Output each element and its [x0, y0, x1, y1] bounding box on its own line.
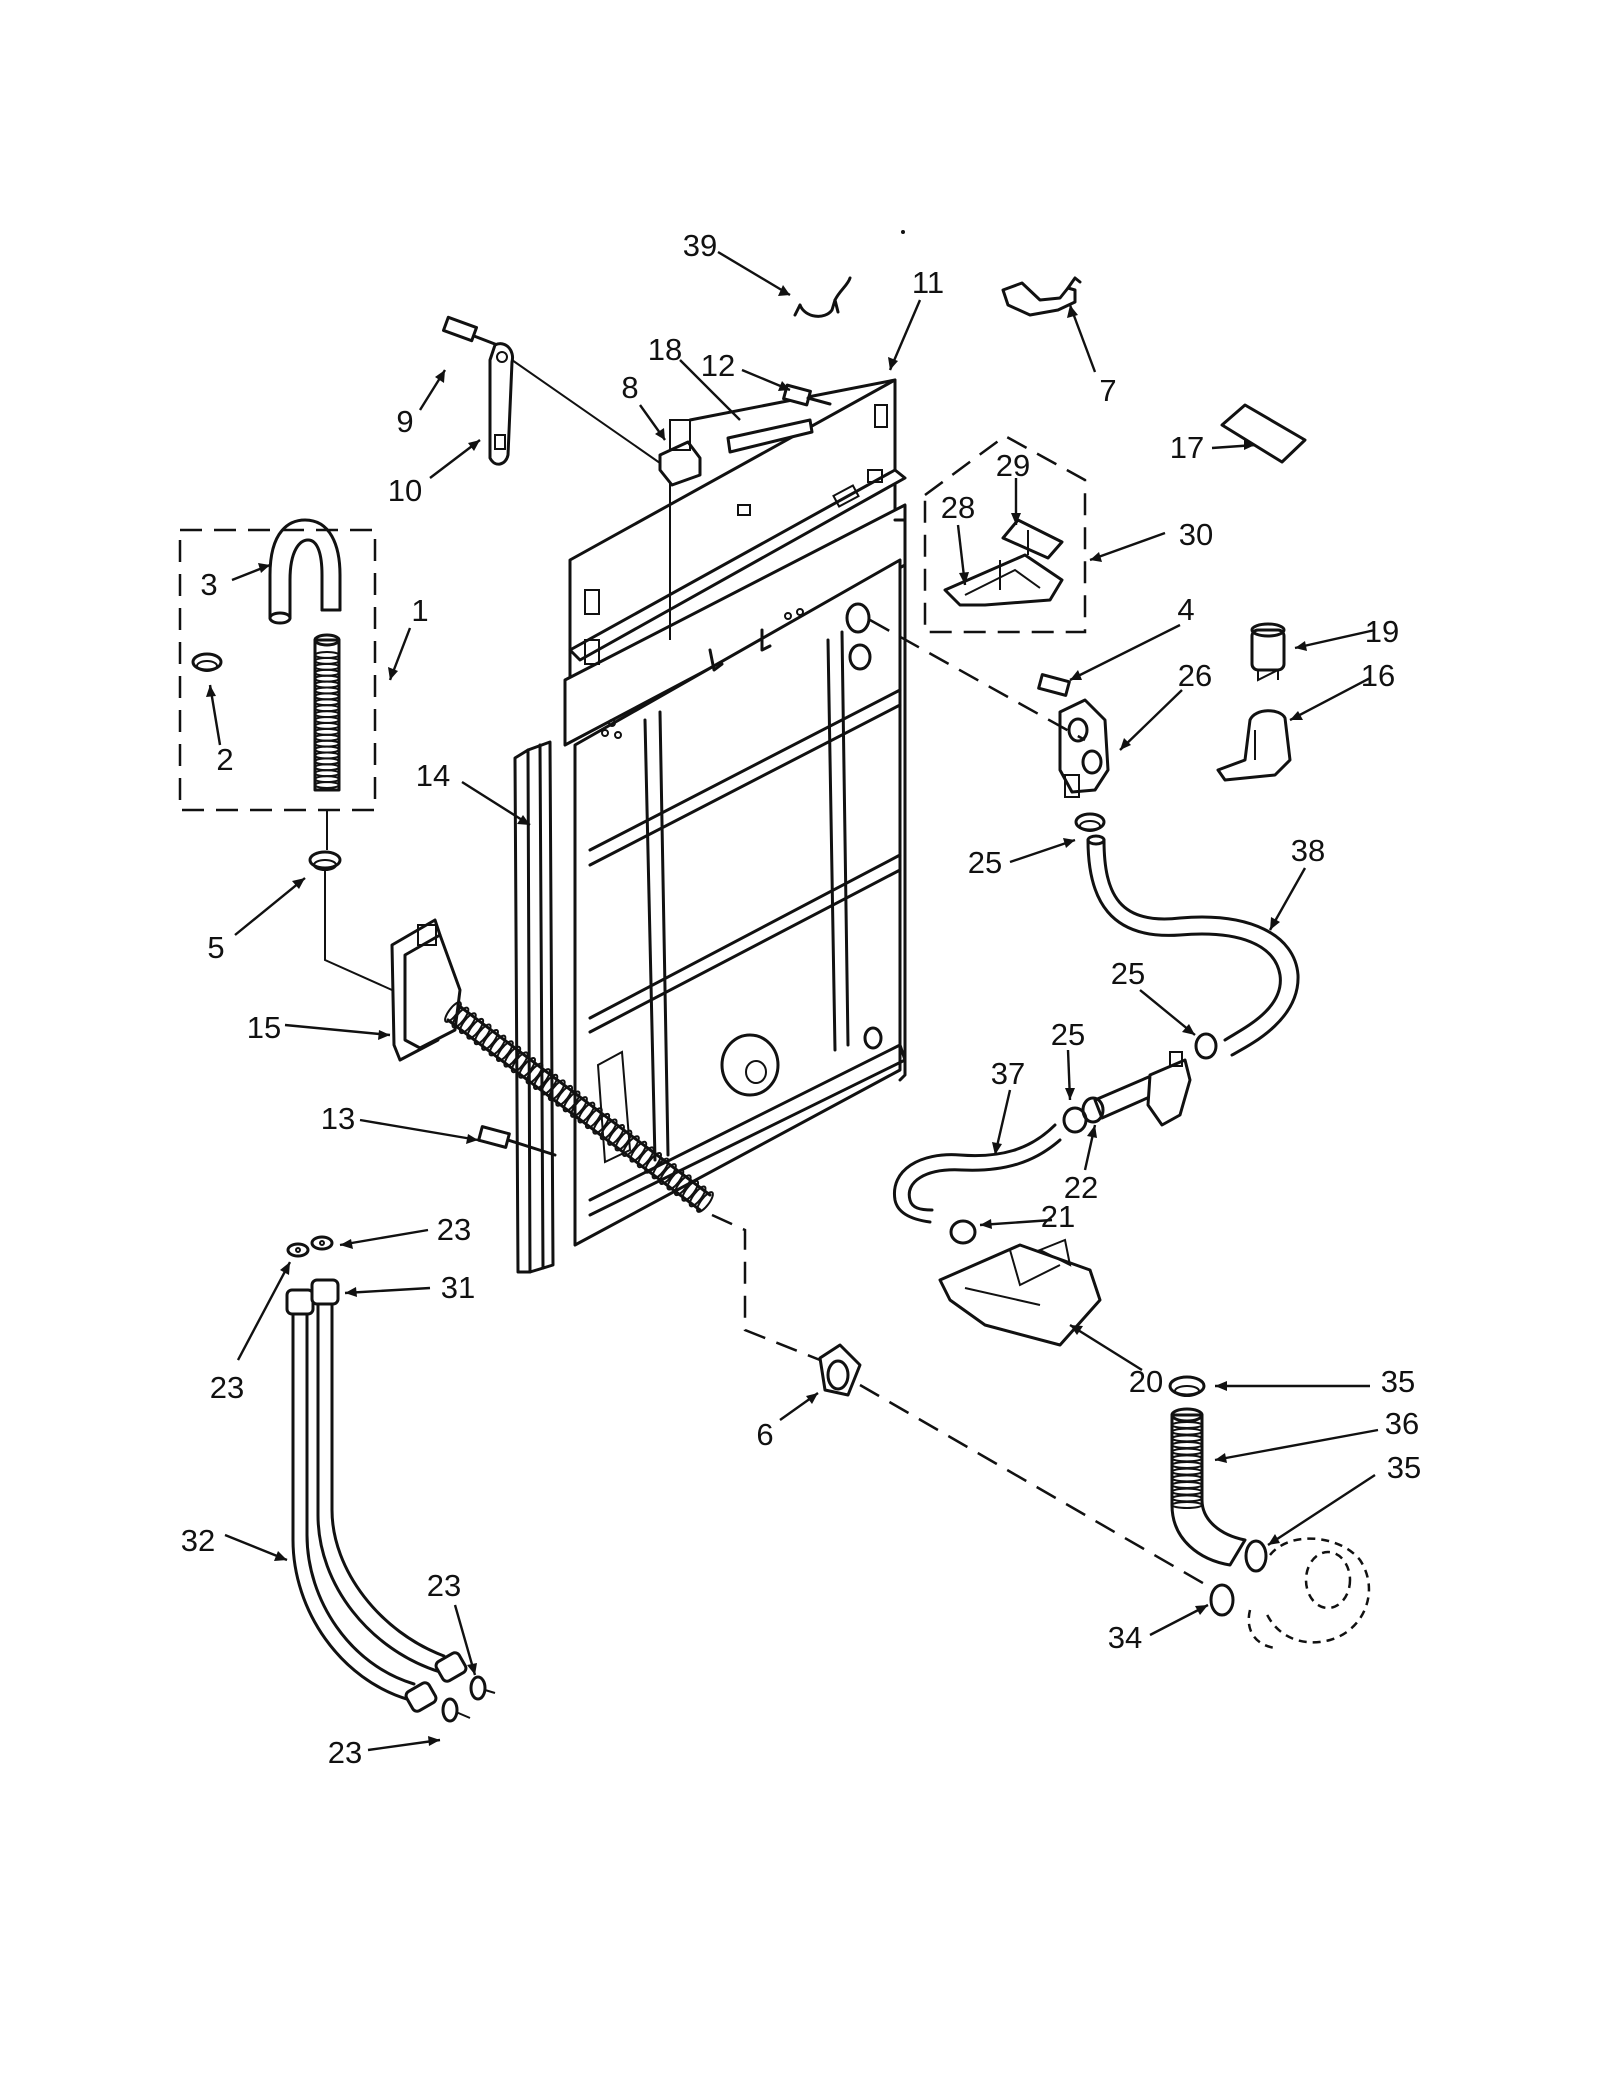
label-17	[1220, 403, 1307, 464]
washers-23	[286, 1235, 496, 1723]
callout-c29: 29	[996, 448, 1030, 483]
clamp-25-low	[1062, 1106, 1088, 1134]
speck	[901, 230, 905, 234]
bracket-10	[488, 342, 671, 640]
callout-c39: 39	[683, 228, 717, 263]
side-trim-14	[513, 740, 555, 1274]
screw-9	[442, 315, 502, 348]
clip-39	[793, 276, 852, 318]
clamp-5	[308, 850, 342, 871]
drain-hose-corrugated	[444, 1001, 714, 1213]
water-valve-26	[1058, 698, 1110, 798]
pad-29	[1001, 518, 1064, 560]
callout-c5: 5	[207, 930, 224, 965]
callout-c23a: 23	[437, 1212, 471, 1247]
callout-c25a: 25	[968, 845, 1002, 880]
callout-c22: 22	[1064, 1170, 1098, 1205]
callout-c6: 6	[756, 1417, 773, 1452]
clamp-35-top	[1168, 1375, 1206, 1397]
callout-c35b: 35	[1387, 1450, 1421, 1485]
callout-c36: 36	[1385, 1406, 1419, 1441]
callout-c20: 20	[1129, 1364, 1163, 1399]
clamp-21	[949, 1219, 977, 1245]
fill-hoses-32	[285, 1278, 468, 1713]
callout-c23c: 23	[427, 1568, 461, 1603]
callout-c21: 21	[1041, 1199, 1075, 1234]
callout-c4: 4	[1177, 592, 1194, 627]
callout-c32: 32	[181, 1523, 215, 1558]
hose-37	[892, 1123, 1062, 1224]
bracket-28	[943, 553, 1064, 607]
clip-8	[658, 419, 702, 487]
callout-c37: 37	[991, 1056, 1025, 1091]
screw-13	[477, 1125, 557, 1157]
screw-4	[1037, 673, 1071, 697]
callout-c2: 2	[216, 742, 233, 777]
callout-c19: 19	[1365, 614, 1399, 649]
corrugated-hose-1	[313, 633, 341, 792]
callout-c16: 16	[1361, 658, 1395, 693]
callout-c17: 17	[1170, 430, 1204, 465]
callout-c7: 7	[1099, 373, 1116, 408]
kit-30-boundary	[923, 434, 1087, 634]
callout-c15: 15	[247, 1010, 281, 1045]
clamp-34	[1209, 1583, 1235, 1617]
callout-c11: 11	[912, 265, 944, 300]
hose-38	[1086, 834, 1300, 1057]
callout-c3: 3	[200, 567, 217, 602]
callout-c31: 31	[441, 1270, 475, 1305]
clamp-25-top	[1074, 812, 1106, 832]
callout-c1: 1	[411, 593, 428, 628]
clamp-6	[818, 1343, 862, 1397]
clamp-2	[191, 652, 223, 672]
callout-c25c: 25	[1051, 1017, 1085, 1052]
callout-c18: 18	[648, 332, 682, 367]
callout-c10: 10	[388, 473, 422, 508]
callout-c38: 38	[1291, 833, 1325, 868]
clamp-35-bottom	[1244, 1539, 1268, 1573]
dispenser-20	[938, 1238, 1102, 1347]
callout-c35a: 35	[1381, 1364, 1415, 1399]
callout-c23b: 23	[210, 1370, 244, 1405]
cap-19	[1250, 622, 1286, 682]
callout-c14: 14	[416, 758, 450, 793]
leader-arrows	[206, 250, 1379, 1752]
standpipe-hose-3	[268, 518, 342, 625]
rear-panel	[563, 378, 907, 1247]
callout-c13: 13	[321, 1101, 355, 1136]
drain-hose-bracket-15	[390, 918, 462, 1062]
callout-c23d: 23	[328, 1735, 362, 1770]
callout-c34: 34	[1108, 1620, 1142, 1655]
callout-c9: 9	[396, 404, 413, 439]
callout-c12: 12	[701, 348, 735, 383]
pump-reference	[1247, 1537, 1371, 1650]
hose-36	[1170, 1407, 1247, 1567]
screw-12	[782, 383, 832, 407]
valve-22	[1081, 1051, 1192, 1127]
callout-c28: 28	[941, 490, 975, 525]
bracket-7	[1001, 276, 1082, 317]
callout-c8: 8	[621, 370, 638, 405]
callout-c25b: 25	[1111, 956, 1145, 991]
callout-c26: 26	[1178, 658, 1212, 693]
strip-18	[726, 418, 814, 454]
bracket-16	[1216, 709, 1292, 782]
callout-c30: 30	[1179, 517, 1213, 552]
clamp-25-mid	[1194, 1032, 1218, 1060]
